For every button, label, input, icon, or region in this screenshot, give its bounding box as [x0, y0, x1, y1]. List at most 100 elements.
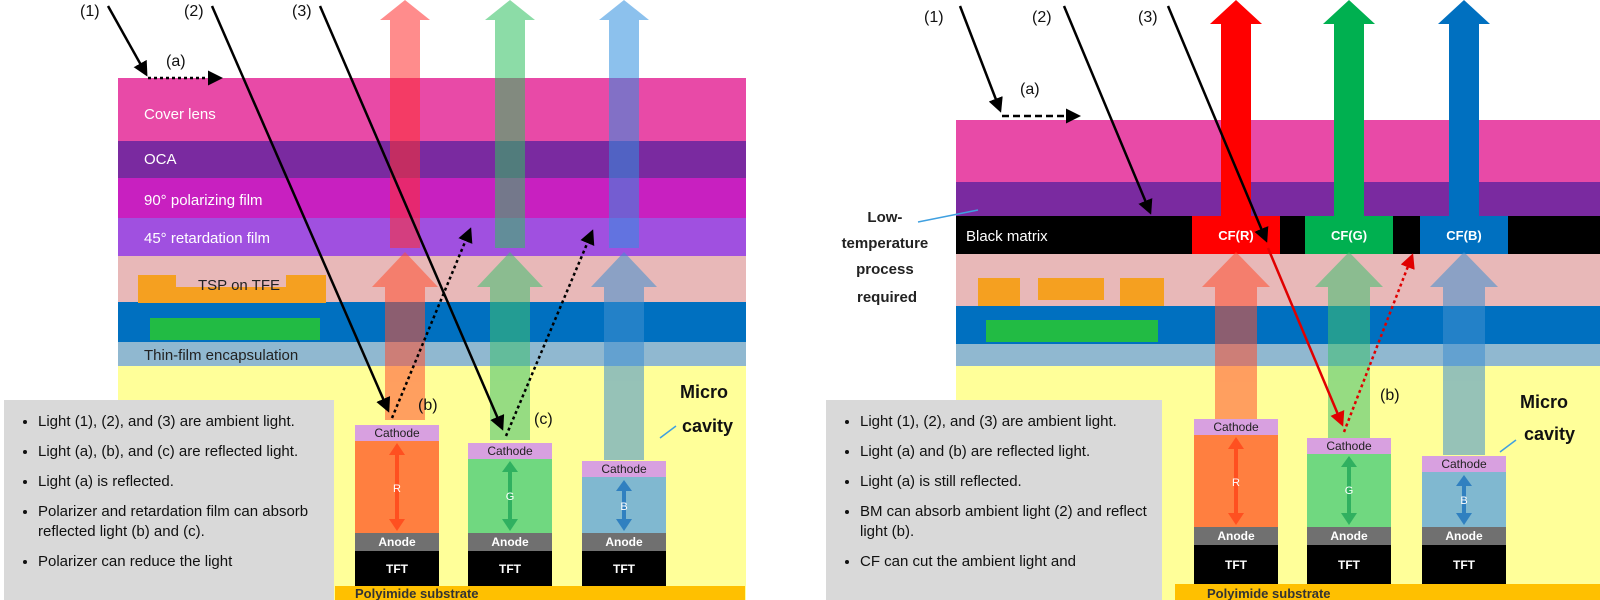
left-tsp-pad — [138, 275, 176, 303]
note-item: BM can absorb ambient light (2) and refl… — [860, 502, 1148, 542]
right-label-b: (b) — [1380, 387, 1400, 404]
right-tsp-pad — [978, 278, 1020, 306]
right-emission-green — [1315, 0, 1383, 440]
left-label-3: (3) — [292, 3, 312, 20]
label-cover-lens: Cover lens — [144, 106, 216, 123]
right-anode-g: Anode — [1330, 529, 1368, 543]
left-label-a: (a) — [166, 53, 186, 70]
right-emission-red — [1202, 0, 1270, 425]
right-ray-3-red — [1266, 247, 1345, 427]
right-substrate-label: Polyimide substrate — [1207, 586, 1331, 600]
left-label-2: (2) — [184, 3, 204, 20]
right-tsp-pad — [1038, 278, 1104, 300]
left-cathode-r: Cathode — [374, 426, 420, 440]
note-item: Light (a), (b), and (c) are reflected li… — [38, 442, 320, 462]
right-micro-cavity-pointer — [1499, 439, 1517, 453]
right-tsp-base — [986, 320, 1158, 342]
right-ray-1 — [958, 5, 1003, 113]
right-letter-b: B — [1460, 495, 1467, 507]
right-cf-blue-label: CF(B) — [1446, 228, 1481, 243]
note-item: Polarizer can reduce the light — [38, 552, 320, 572]
right-micro-cavity-label: Micro cavity — [1520, 392, 1575, 444]
left-anode-r: Anode — [378, 535, 416, 549]
right-cavity-arrows — [1228, 437, 1472, 525]
right-side-note: Low- temperature process required — [842, 209, 933, 306]
note-item: Polarizer and retardation film can absor… — [38, 502, 320, 542]
left-letter-b: B — [620, 501, 627, 513]
left-anode-g: Anode — [491, 535, 529, 549]
right-tfe — [956, 344, 1600, 366]
right-cathode-g: Cathode — [1326, 439, 1372, 453]
left-letter-g: G — [506, 491, 515, 503]
left-reflect-c — [504, 229, 595, 437]
right-notes-box: Light (1), (2), and (3) are ambient ligh… — [826, 400, 1162, 600]
right-emission-blue — [1430, 0, 1498, 455]
left-emission-red — [372, 0, 438, 420]
right-reflect-b — [1342, 253, 1415, 433]
label-oca: OCA — [144, 151, 177, 168]
right-cf-blue — [1420, 216, 1508, 254]
left-anode-b: Anode — [605, 535, 643, 549]
left-cover-lens — [118, 78, 746, 141]
right-label-a: (a) — [1020, 81, 1040, 98]
left-cathode-b: Cathode — [601, 462, 647, 476]
right-ray-3 — [1166, 5, 1269, 243]
left-tsp-pad — [286, 275, 326, 303]
left-substrate-label: Polyimide substrate — [355, 586, 479, 600]
label-tsp: TSP on TFE — [198, 277, 280, 294]
left-label-b: (b) — [418, 397, 438, 414]
left-tft-r: TFT — [386, 562, 409, 576]
left-tft-g: TFT — [499, 562, 522, 576]
left-notes-box: Light (1), (2), and (3) are ambient ligh… — [4, 400, 334, 600]
right-label-2: (2) — [1032, 9, 1052, 26]
right-label-3: (3) — [1138, 9, 1158, 26]
right-letter-r: R — [1232, 477, 1240, 489]
right-label-1: (1) — [924, 9, 944, 26]
right-substrate — [1175, 584, 1600, 600]
left-micro-cavity-pointer — [659, 425, 677, 439]
left-tft-b: TFT — [613, 562, 636, 576]
right-tsp-pad — [1120, 278, 1164, 306]
left-ray-2 — [210, 5, 391, 413]
right-cf-red-label: CF(R) — [1218, 228, 1253, 243]
right-letter-g: G — [1345, 485, 1354, 497]
note-item: Light (1), (2), and (3) are ambient ligh… — [860, 412, 1148, 432]
left-oca — [118, 141, 746, 178]
note-item: Light (a) and (b) are reflected light. — [860, 442, 1148, 462]
left-cavity-arrows — [389, 443, 632, 531]
right-side-note-pointer — [917, 209, 979, 223]
label-polarizing-film: 90° polarizing film — [144, 192, 263, 209]
left-cathode-g: Cathode — [487, 444, 533, 458]
note-item: Light (a) is still reflected. — [860, 472, 1148, 492]
right-cathode-b: Cathode — [1441, 457, 1487, 471]
left-tsp-pad — [176, 287, 286, 303]
left-label-1: (1) — [80, 3, 100, 20]
left-polarizing-film — [118, 178, 746, 218]
note-item: Light (1), (2), and (3) are ambient ligh… — [38, 412, 320, 432]
right-black-matrix-label: Black matrix — [966, 228, 1048, 245]
left-panel: Polyimide substrate Cover lens OCA 90° p… — [80, 0, 746, 600]
right-ray-2 — [1062, 5, 1153, 215]
note-item: Light (a) is reflected. — [38, 472, 320, 492]
left-letter-r: R — [393, 483, 401, 495]
left-retardation-film — [118, 218, 746, 256]
left-substrate — [335, 586, 745, 600]
note-item: CF can cut the ambient light and — [860, 552, 1148, 572]
right-tft-g: TFT — [1338, 558, 1361, 572]
left-micro-cavity-label: Micro cavity — [680, 382, 733, 436]
left-emission-blue — [591, 0, 657, 460]
left-ray-1 — [106, 5, 148, 77]
right-anode-b: Anode — [1445, 529, 1483, 543]
label-tfe: Thin-film encapsulation — [144, 347, 298, 364]
label-retardation-film: 45° retardation film — [144, 230, 270, 247]
left-label-c: (c) — [534, 411, 553, 428]
right-cathode-r: Cathode — [1213, 420, 1259, 434]
right-tft-r: TFT — [1225, 558, 1248, 572]
left-ray-3 — [318, 5, 505, 431]
right-cf-green-label: CF(G) — [1331, 228, 1367, 243]
left-tsp-base — [150, 318, 320, 340]
right-tft-b: TFT — [1453, 558, 1476, 572]
right-cover-lens — [956, 120, 1600, 182]
left-reflect-b — [390, 227, 473, 419]
right-anode-r: Anode — [1217, 529, 1255, 543]
